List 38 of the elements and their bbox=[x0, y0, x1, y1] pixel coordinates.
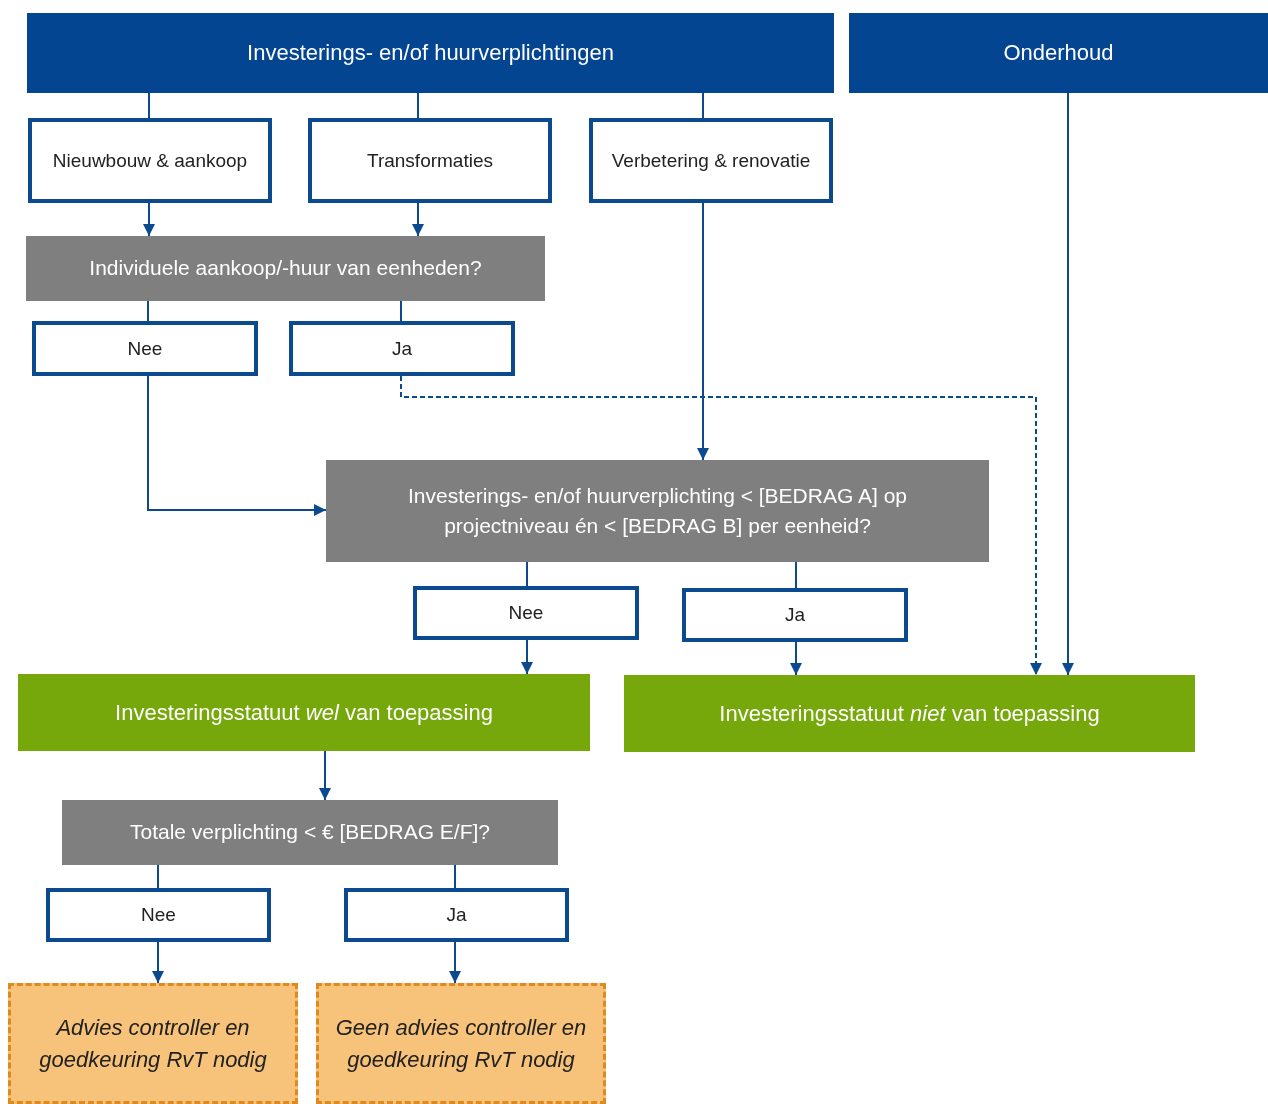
connector-line bbox=[697, 202, 709, 461]
connector-line bbox=[521, 639, 533, 675]
option-box: Ja bbox=[289, 321, 515, 376]
connector-line bbox=[147, 375, 327, 516]
option-box: Verbetering & renovatie bbox=[589, 118, 833, 203]
result-box: Advies controller en goedkeuring RvT nodig bbox=[8, 983, 298, 1104]
option-box: Nee bbox=[46, 888, 271, 942]
outcome-box: Investeringsstatuut wel van toepassing bbox=[18, 674, 590, 751]
connector-line bbox=[152, 941, 164, 984]
option-box: Ja bbox=[682, 588, 908, 642]
outcome-box: Investeringsstatuut niet van toepassing bbox=[624, 675, 1195, 752]
connector-line bbox=[400, 375, 1042, 676]
option-box: Transformaties bbox=[308, 118, 552, 203]
category-header: Onderhoud bbox=[849, 13, 1268, 93]
connector-line bbox=[449, 941, 461, 984]
option-box: Ja bbox=[344, 888, 569, 942]
connector-line bbox=[702, 92, 704, 119]
connector-line bbox=[417, 92, 419, 119]
category-header: Investerings- en/of huurverplichtingen bbox=[27, 13, 834, 93]
connector-line bbox=[148, 92, 150, 119]
connector-line bbox=[790, 641, 802, 676]
connector-line bbox=[147, 300, 149, 322]
connector-line bbox=[143, 202, 155, 237]
connector-line bbox=[526, 561, 528, 587]
connector-line bbox=[412, 202, 424, 237]
connector-line bbox=[795, 561, 797, 589]
option-box: Nee bbox=[413, 586, 639, 640]
connector-line bbox=[400, 300, 402, 322]
option-box: Nieuwbouw & aankoop bbox=[28, 118, 272, 203]
decision-box: Individuele aankoop/-huur van eenheden? bbox=[26, 236, 545, 301]
connector-line bbox=[157, 864, 159, 889]
connector-line bbox=[1062, 92, 1074, 676]
decision-box: Investerings- en/of huurverplichting < [BEDRAG A] op projectniveau én < [BEDRAG B] per eenheid? bbox=[326, 460, 989, 562]
result-box: Geen advies controller en goedkeuring RvT nodig bbox=[316, 983, 606, 1104]
connector-line bbox=[454, 864, 456, 889]
decision-box: Totale verplichting < € [BEDRAG E/F]? bbox=[62, 800, 558, 865]
connector-line bbox=[319, 750, 331, 801]
option-box: Nee bbox=[32, 321, 258, 376]
